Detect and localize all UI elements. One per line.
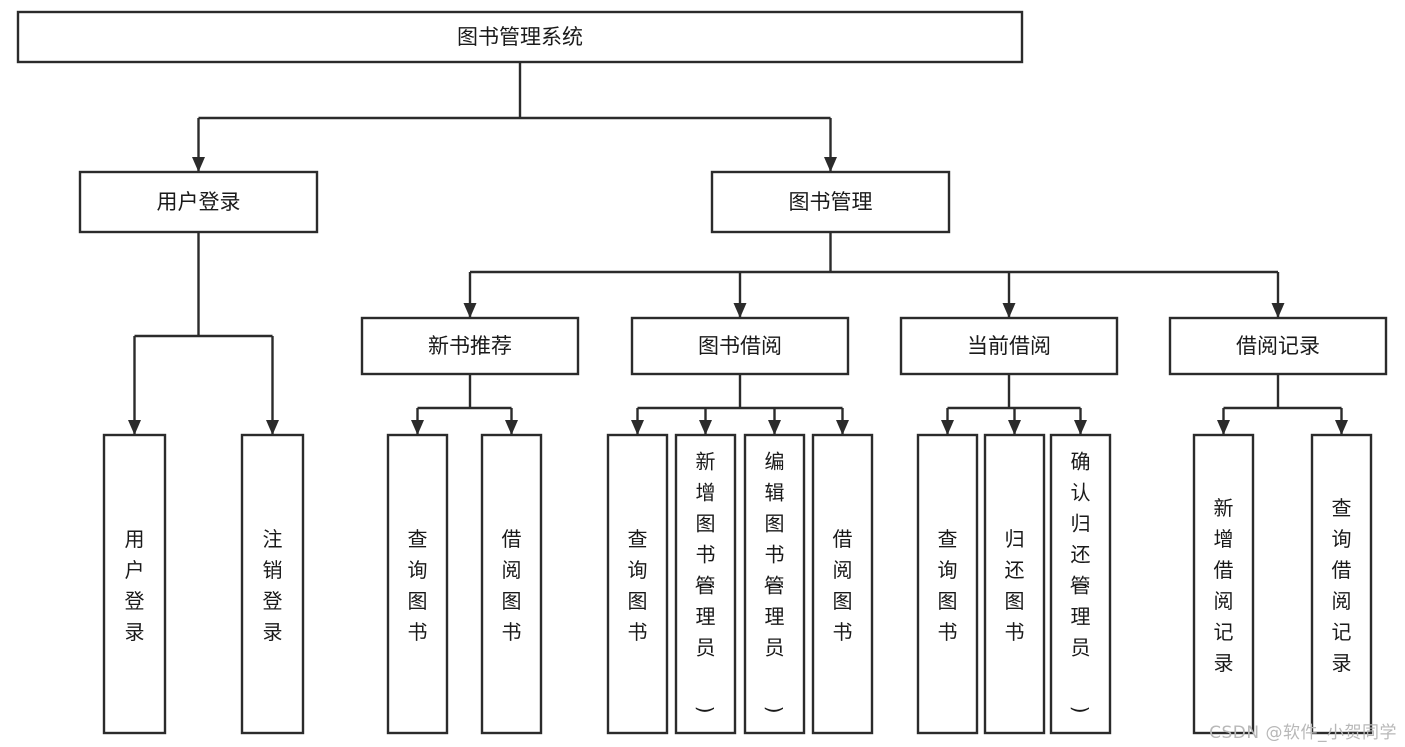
svg-text:): ) [1069,706,1093,714]
node-leaf-edit-book-admin[interactable]: 编辑图书管理员() [743,433,806,735]
node-leaf-query-book-recommend[interactable]: 查询图书 [386,433,449,735]
arrow-head-icon [768,420,781,435]
svg-text:(: ( [1069,582,1093,590]
node-leaf-query-borrow-record[interactable]: 查询借阅记录 [1310,433,1373,735]
arrow-head-icon [192,157,205,172]
node-label-leaf-query-book-current: 查询图书 [938,527,958,644]
node-user-login[interactable]: 用户登录 [78,170,319,234]
node-label-leaf-add-borrow-record: 新增借阅记录 [1214,496,1234,675]
arrow-head-icon [1002,303,1016,318]
node-box-leaf-query-book-recommend[interactable] [386,433,449,735]
node-box-leaf-query-borrow-record[interactable] [1310,433,1373,735]
node-box-leaf-confirm-return-admin[interactable] [1049,433,1112,735]
node-label-leaf-query-borrow-record: 查询借阅记录 [1332,496,1352,675]
node-box-leaf-query-book-current[interactable] [916,433,979,735]
node-label-leaf-add-book-admin: 新增图书管理员 [696,450,716,660]
nodes-layer: 图书管理系统用户登录图书管理新书推荐图书借阅当前借阅借阅记录用户登录注销登录查询… [16,10,1388,735]
arrow-head-icon [128,420,141,435]
node-label-leaf-query-book-recommend: 查询图书 [408,527,428,644]
arrow-head-icon [733,303,747,318]
node-box-leaf-return-book[interactable] [983,433,1046,735]
arrow-head-icon [1335,420,1348,435]
node-leaf-user-login[interactable]: 用户登录 [102,433,167,735]
arrow-head-icon [266,420,279,435]
node-leaf-borrow-book-recommend[interactable]: 借阅图书 [480,433,543,735]
arrow-head-icon [463,303,477,318]
node-label-current-borrow: 当前借阅 [967,334,1051,358]
node-box-leaf-add-book-admin[interactable] [674,433,737,735]
node-label-leaf-query-book-borrow: 查询图书 [628,527,648,644]
node-book-management[interactable]: 图书管理 [710,170,951,234]
arrow-head-icon [1271,303,1285,318]
node-root[interactable]: 图书管理系统 [16,10,1024,64]
arrow-head-icon [631,420,644,435]
rotated-bracket: ) [1069,706,1093,714]
node-box-leaf-borrow-book[interactable] [811,433,874,735]
node-box-leaf-add-borrow-record[interactable] [1192,433,1255,735]
node-box-leaf-logout[interactable] [240,433,305,735]
node-label-root: 图书管理系统 [457,25,583,49]
node-label-leaf-edit-book-admin: 编辑图书管理员 [765,450,785,660]
node-box-leaf-user-login[interactable] [102,433,167,735]
arrow-head-icon [699,420,712,435]
node-borrow-records[interactable]: 借阅记录 [1168,316,1388,376]
node-new-book-recommend[interactable]: 新书推荐 [360,316,580,376]
node-box-new-book-recommend[interactable] [360,316,580,376]
svg-text:): ) [763,706,787,714]
node-label-leaf-return-book: 归还图书 [1005,527,1025,644]
node-leaf-query-book-borrow[interactable]: 查询图书 [606,433,669,735]
node-label-user-login: 用户登录 [157,190,241,214]
arrow-head-icon [1008,420,1021,435]
node-label-book-borrow: 图书借阅 [698,334,782,358]
svg-text:(: ( [694,582,718,590]
svg-text:(: ( [763,582,787,590]
node-box-current-borrow[interactable] [899,316,1119,376]
rotated-bracket: ) [694,706,718,714]
arrow-head-icon [836,420,849,435]
node-leaf-return-book[interactable]: 归还图书 [983,433,1046,735]
arrow-head-icon [505,420,518,435]
node-box-leaf-edit-book-admin[interactable] [743,433,806,735]
arrow-head-icon [1074,420,1087,435]
node-label-leaf-borrow-book-recommend: 借阅图书 [502,527,522,644]
node-label-leaf-confirm-return-admin: 确认归还管理员 [1071,450,1091,660]
node-leaf-add-borrow-record[interactable]: 新增借阅记录 [1192,433,1255,735]
node-box-user-login[interactable] [78,170,319,234]
arrow-head-icon [941,420,954,435]
node-box-leaf-borrow-book-recommend[interactable] [480,433,543,735]
connectors-layer [128,62,1348,435]
node-current-borrow[interactable]: 当前借阅 [899,316,1119,376]
arrow-head-icon [411,420,424,435]
rotated-bracket: ) [763,706,787,714]
arrow-head-icon [824,157,837,172]
node-label-borrow-records: 借阅记录 [1236,334,1320,358]
node-box-root[interactable] [16,10,1024,64]
node-label-leaf-logout: 注销登录 [263,527,283,644]
node-leaf-confirm-return-admin[interactable]: 确认归还管理员() [1049,433,1112,735]
svg-text:): ) [694,706,718,714]
rotated-bracket: ( [694,582,718,590]
rotated-bracket: ( [1069,582,1093,590]
node-leaf-query-book-current[interactable]: 查询图书 [916,433,979,735]
node-leaf-borrow-book[interactable]: 借阅图书 [811,433,874,735]
node-label-leaf-user-login: 用户登录 [125,527,145,644]
rotated-bracket: ( [763,582,787,590]
node-label-leaf-borrow-book: 借阅图书 [833,527,853,644]
watermark-text: CSDN @软件_小贺同学 [1209,723,1397,743]
node-label-new-book-recommend: 新书推荐 [428,334,512,358]
node-leaf-logout[interactable]: 注销登录 [240,433,305,735]
node-box-book-borrow[interactable] [630,316,850,376]
node-box-book-management[interactable] [710,170,951,234]
node-box-leaf-query-book-borrow[interactable] [606,433,669,735]
node-leaf-add-book-admin[interactable]: 新增图书管理员() [674,433,737,735]
node-book-borrow[interactable]: 图书借阅 [630,316,850,376]
node-label-book-management: 图书管理 [789,190,873,214]
node-box-borrow-records[interactable] [1168,316,1388,376]
arrow-head-icon [1217,420,1230,435]
